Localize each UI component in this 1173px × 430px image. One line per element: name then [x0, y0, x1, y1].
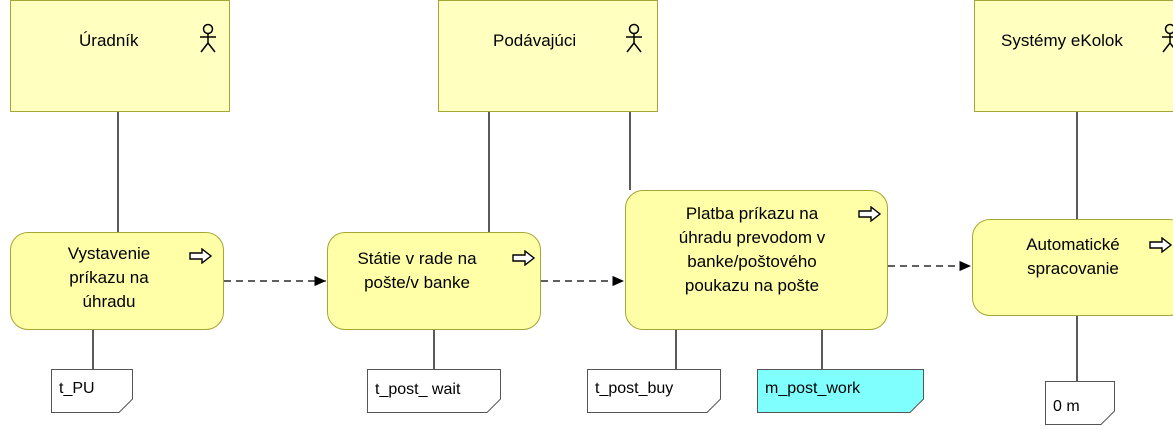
note-shape: [51, 369, 133, 413]
note-shape: [1045, 381, 1115, 425]
note-shape: [587, 369, 721, 413]
note-m-post-work[interactable]: m_post_work: [757, 369, 924, 413]
actor-icon: [626, 23, 642, 53]
role-box-uradnik[interactable]: Úradník: [10, 0, 230, 112]
process-arrow-icon: [858, 206, 882, 222]
note-label: 0 m: [1053, 398, 1080, 415]
note-label: t_post_ wait: [375, 381, 461, 398]
process-arrow-icon: [189, 248, 213, 264]
role-label: Systémy eKolok: [1001, 31, 1123, 50]
note-label: m_post_work: [765, 380, 861, 397]
note-label: t_post_buy: [595, 380, 674, 397]
note-shape: [757, 369, 924, 413]
activity-label: Platba príkazu na úhradu prevodom v bank…: [678, 204, 826, 295]
note-shape: [367, 369, 501, 413]
activity-statie[interactable]: Státie v rade na pošte/v banke: [327, 232, 541, 330]
note-t-pu[interactable]: t_PU: [51, 369, 133, 413]
role-box-systemy[interactable]: Systémy eKolok: [974, 0, 1173, 112]
process-arrow-icon: [1149, 237, 1173, 253]
activity-label: Státie v rade na pošte/v banke: [357, 249, 477, 292]
activity-label: Vystavenie príkazu na úhradu: [67, 244, 151, 311]
actor-icon: [1162, 23, 1173, 53]
activity-automaticke[interactable]: Automatické spracovanie: [972, 219, 1173, 316]
note-t-post-wait[interactable]: t_post_ wait: [367, 369, 501, 413]
role-box-podavajuci[interactable]: Podávajúci: [438, 0, 658, 112]
activity-platba[interactable]: Platba príkazu na úhradu prevodom v bank…: [625, 190, 888, 330]
note-label: t_PU: [59, 380, 95, 397]
activity-vystavenie[interactable]: Vystavenie príkazu na úhradu: [10, 232, 224, 330]
role-label: Úradník: [79, 31, 139, 50]
activity-label: Automatické spracovanie: [1026, 235, 1120, 278]
actor-icon: [200, 23, 216, 53]
note-zero-m[interactable]: 0 m: [1045, 381, 1115, 425]
role-label: Podávajúci: [493, 31, 577, 50]
process-arrow-icon: [512, 250, 536, 266]
note-t-post-buy[interactable]: t_post_buy: [587, 369, 721, 413]
